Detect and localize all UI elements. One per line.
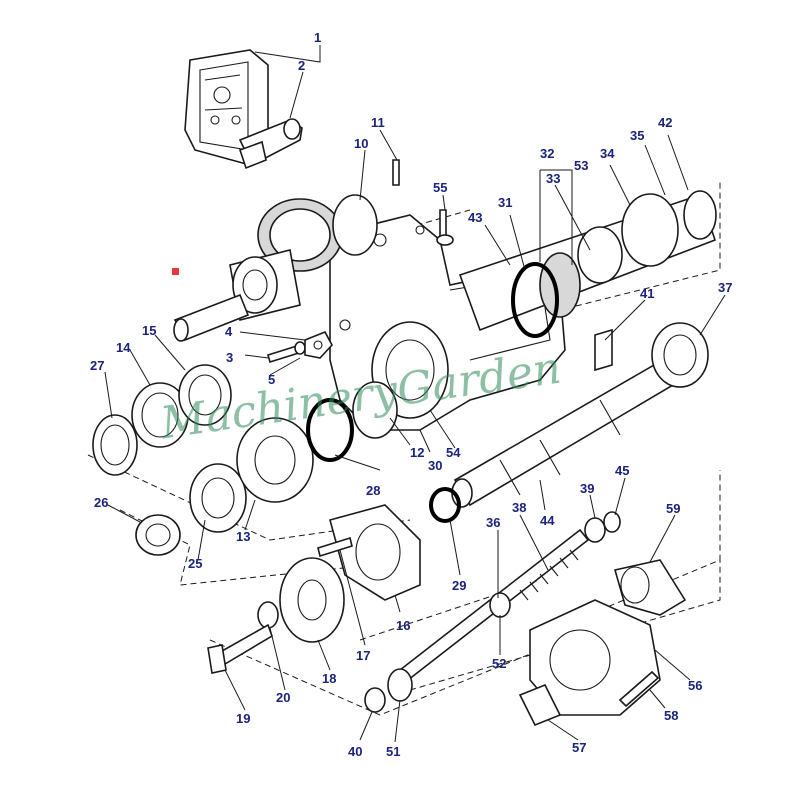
part-55-pin (436, 209, 454, 246)
callout-13: 13 (236, 529, 250, 544)
callout-41: 41 (640, 286, 654, 301)
part-41-key (594, 328, 613, 372)
callout-19: 19 (236, 711, 250, 726)
part-11-pin (392, 159, 400, 186)
callout-51: 51 (386, 744, 400, 759)
callout-3: 3 (226, 350, 233, 365)
callout-38: 38 (512, 500, 526, 515)
callout-4: 4 (225, 324, 233, 339)
callout-35: 35 (630, 128, 644, 143)
callout-53: 53 (574, 158, 588, 173)
callout-2: 2 (298, 58, 305, 73)
callout-55: 55 (433, 180, 447, 195)
callout-11: 11 (371, 115, 385, 130)
callout-17: 17 (356, 648, 370, 663)
callout-59: 59 (666, 501, 680, 516)
callout-57: 57 (572, 740, 586, 755)
callout-58: 58 (664, 708, 678, 723)
gear-shaft-upper (458, 190, 717, 338)
part-3-screw (267, 341, 306, 364)
callout-10: 10 (354, 136, 368, 151)
callout-14: 14 (116, 340, 131, 355)
callout-43: 43 (468, 210, 482, 225)
callout-26: 26 (94, 495, 108, 510)
callout-52: 52 (492, 656, 506, 671)
leader-lines (104, 45, 726, 743)
flange-assembly (207, 504, 421, 674)
callout-36: 36 (486, 515, 500, 530)
spring-shaft (364, 511, 621, 713)
callout-29: 29 (452, 578, 466, 593)
callout-37: 37 (718, 280, 732, 295)
callout-45: 45 (615, 463, 629, 478)
callout-18: 18 (322, 671, 336, 686)
callout-20: 20 (276, 690, 290, 705)
left-seals (92, 364, 461, 556)
callout-1: 1 (314, 30, 321, 45)
callout-16: 16 (396, 618, 410, 633)
callout-40: 40 (348, 744, 362, 759)
bottom-housing (518, 559, 687, 727)
callout-32: 32 (540, 146, 554, 161)
callout-25: 25 (188, 556, 202, 571)
callout-27: 27 (90, 358, 104, 373)
lower-shaft (451, 322, 709, 508)
callout-28: 28 (366, 483, 380, 498)
callout-56: 56 (688, 678, 702, 693)
callout-31: 31 (498, 195, 512, 210)
callout-30: 30 (428, 458, 442, 473)
callout-39: 39 (580, 481, 594, 496)
red-marker (172, 268, 179, 275)
callout-54: 54 (446, 445, 461, 460)
callout-15: 15 (142, 323, 156, 338)
callout-12: 12 (410, 445, 424, 460)
callout-33: 33 (546, 171, 560, 186)
callout-5: 5 (268, 372, 275, 387)
callout-labels: 1 2 3 4 5 10 11 12 13 14 15 16 17 18 19 … (90, 30, 732, 759)
part-4-plate (304, 330, 333, 359)
callout-34: 34 (600, 146, 615, 161)
gear-cluster (172, 194, 378, 342)
callout-44: 44 (540, 513, 555, 528)
part-2-fitting (238, 118, 303, 170)
callout-42: 42 (658, 115, 672, 130)
